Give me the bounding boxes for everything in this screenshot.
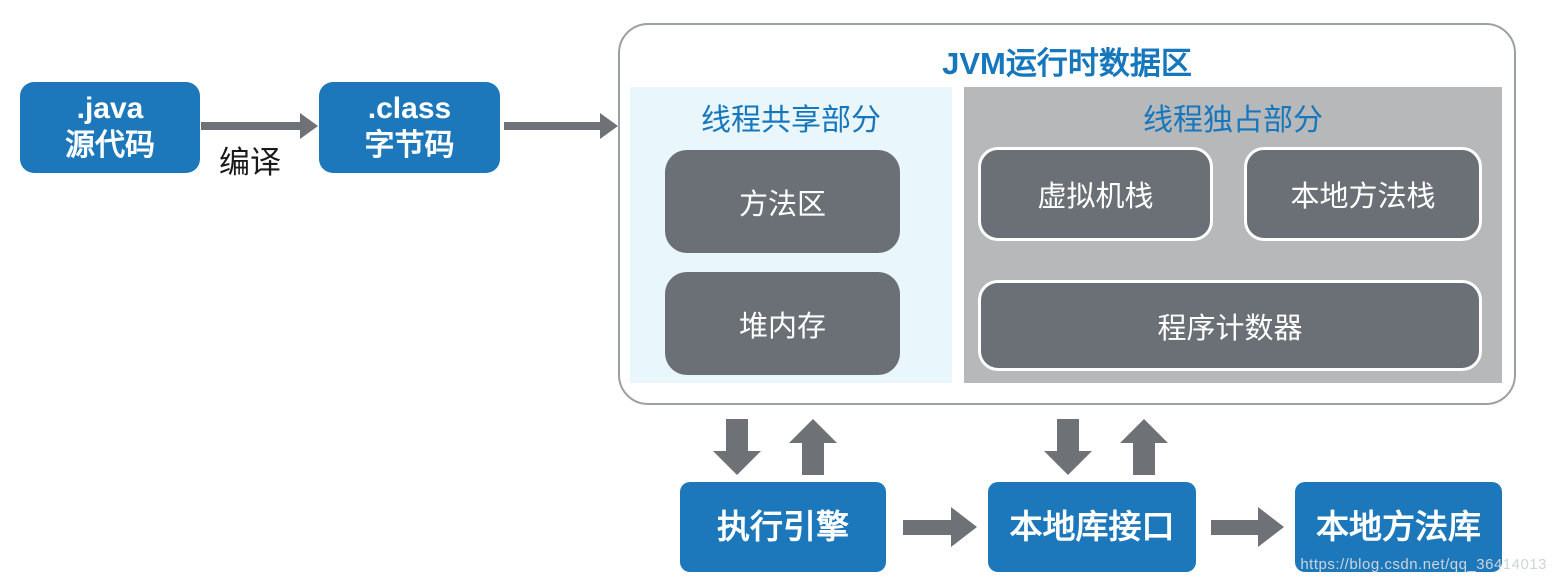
arrow-shaft xyxy=(1057,419,1079,452)
native-interface-label: 本地库接口 xyxy=(1009,507,1175,545)
thread-shared-panel: 线程共享部分 方法区 堆内存 xyxy=(630,87,952,383)
arrow-head xyxy=(300,113,318,139)
vm-stack-label: 虚拟机栈 xyxy=(1037,181,1154,213)
arrow-up-icon xyxy=(1120,419,1168,475)
thread-exclusive-title: 线程独占部分 xyxy=(1143,104,1323,137)
arrow-right-icon xyxy=(504,113,618,139)
native-library-label: 本地方法库 xyxy=(1316,507,1481,545)
arrow-right-icon xyxy=(201,113,318,139)
native-library-box: 本地方法库 xyxy=(1295,482,1502,572)
native-interface-box: 本地库接口 xyxy=(988,482,1196,572)
vm-stack-box: 虚拟机栈 xyxy=(978,147,1213,241)
native-method-stack-label: 本地方法栈 xyxy=(1290,181,1436,213)
class-bytecode-line2: 字节码 xyxy=(364,128,455,162)
arrow-head xyxy=(789,419,837,443)
heap-box: 堆内存 xyxy=(665,272,900,375)
arrow-shaft xyxy=(903,519,951,535)
thread-exclusive-panel: 线程独占部分 虚拟机栈 本地方法栈 程序计数器 xyxy=(964,87,1502,383)
arrow-head xyxy=(1120,419,1168,443)
class-bytecode-line1: .class xyxy=(367,91,452,125)
java-source-line2: 源代码 xyxy=(65,128,155,162)
arrow-down-icon xyxy=(1044,419,1092,475)
arrow-shaft xyxy=(1211,519,1258,535)
program-counter-box: 程序计数器 xyxy=(978,280,1482,371)
arrow-shaft xyxy=(726,419,748,452)
jvm-runtime-area-title: JVM运行时数据区 xyxy=(942,46,1192,81)
java-source-box: .java 源代码 xyxy=(20,82,200,173)
execution-engine-label: 执行引擎 xyxy=(717,507,849,545)
arrow-head xyxy=(1044,451,1092,475)
arrow-shaft xyxy=(201,122,301,130)
method-area-label: 方法区 xyxy=(738,188,826,221)
class-bytecode-box: .class 字节码 xyxy=(319,82,500,173)
arrow-right-icon xyxy=(903,502,977,552)
heap-label: 堆内存 xyxy=(738,310,826,343)
arrow-head xyxy=(1258,507,1284,547)
arrow-head xyxy=(713,451,761,475)
arrow-shaft xyxy=(1133,442,1155,475)
arrow-shaft xyxy=(504,122,601,130)
native-method-stack-box: 本地方法栈 xyxy=(1244,147,1482,241)
execution-engine-box: 执行引擎 xyxy=(680,482,886,572)
arrow-up-icon xyxy=(789,419,837,475)
arrow-head xyxy=(600,113,618,139)
arrow-right-icon xyxy=(1211,502,1284,552)
method-area-box: 方法区 xyxy=(665,150,900,253)
program-counter-label: 程序计数器 xyxy=(1157,312,1303,345)
arrow-shaft xyxy=(802,442,824,475)
arrow-head xyxy=(951,507,977,547)
arrow-down-icon xyxy=(713,419,761,475)
watermark-url: https://blog.csdn.net/qq_36414013 xyxy=(1300,556,1547,573)
java-source-line1: .java xyxy=(76,91,144,125)
thread-shared-title: 线程共享部分 xyxy=(701,104,881,137)
compile-label: 编译 xyxy=(219,145,281,180)
